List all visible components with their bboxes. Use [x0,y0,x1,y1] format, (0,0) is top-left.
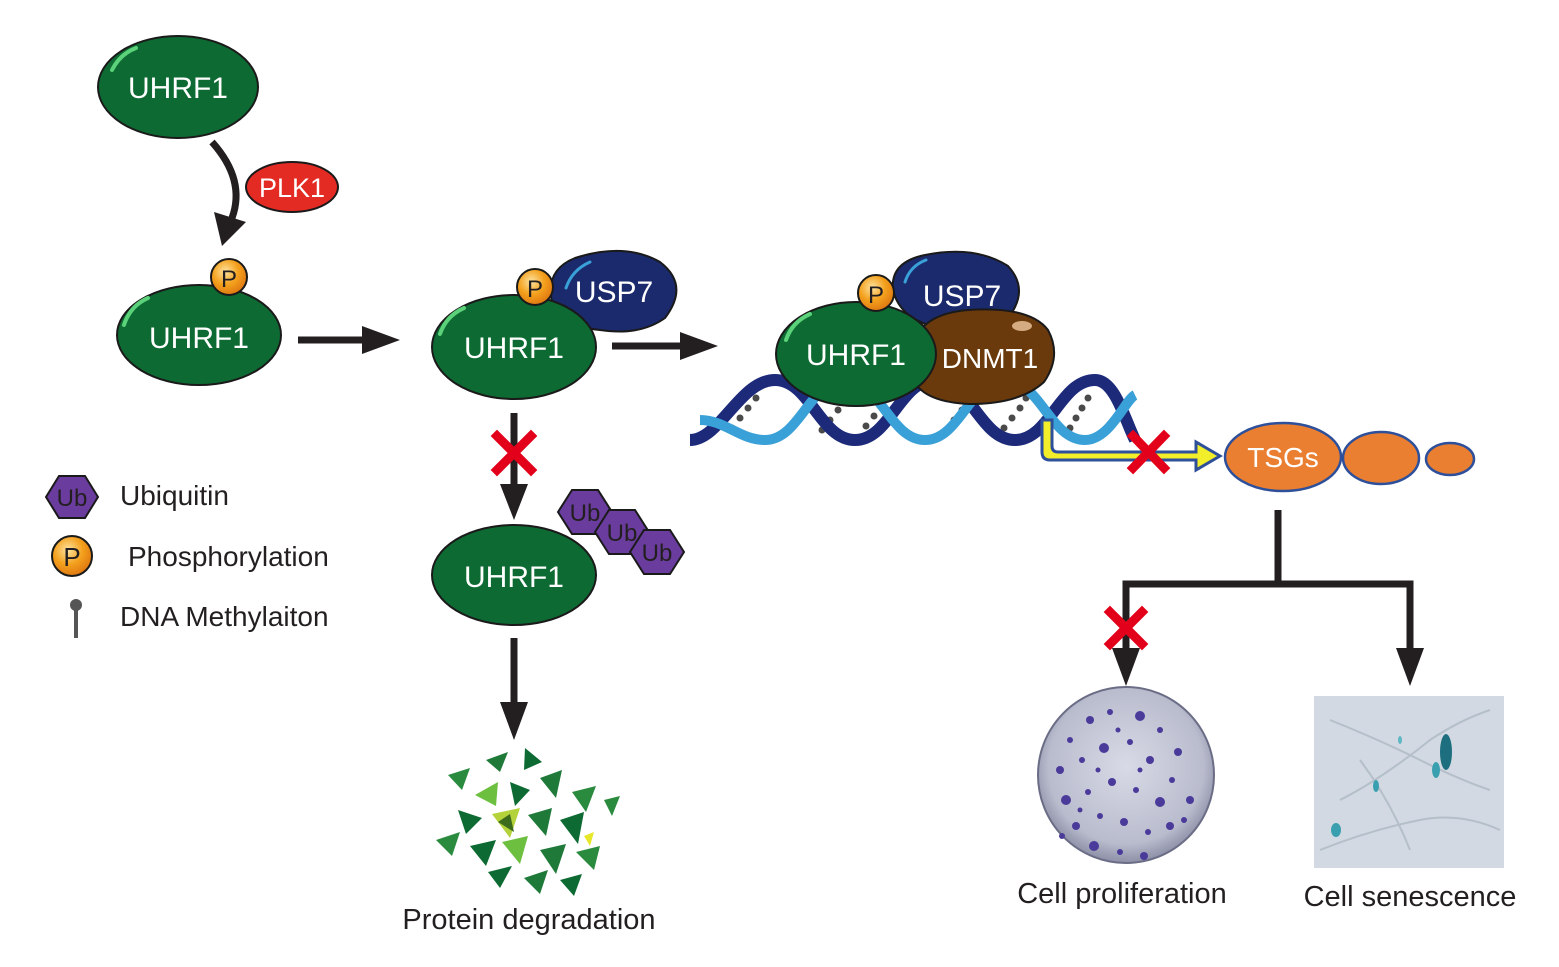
uhrf1-unmodified: UHRF1 [97,35,259,139]
colony-plate-image [1037,686,1215,864]
legend-ubiquitin: Ub Ubiquitin [44,475,229,519]
arrow-to-dnmt1-complex [612,332,718,360]
tsgs: TSGs [1223,421,1476,493]
inhibition-cross-icon [1126,429,1171,475]
inhibition-cross-icon [1103,605,1149,651]
legend-phosphorylation-label: Phosphorylation [128,541,329,572]
legend-ubiquitin-label: Ubiquitin [120,480,229,511]
senescence-label: Cell senescence [1304,881,1517,913]
uhrf1-ubiquitinated: UHRF1 Ub Ub Ub [431,489,686,626]
phospho-icon-label: P [63,542,80,572]
legend: Ub Ubiquitin P Phosphorylation DNA Methy… [44,475,329,638]
usp7-label: USP7 [923,280,1001,313]
uhrf1-usp7-complex: USP7 UHRF1 P [431,249,678,400]
outcome-branch-arrows [1112,510,1424,686]
plk1-enzyme: PLK1 [245,161,339,213]
legend-phosphorylation: P Phosphorylation [51,535,329,577]
uhrf1-label: UHRF1 [464,332,564,365]
phospho-label: P [868,282,884,309]
senescence-micrograph-image [1314,696,1504,868]
inhibition-cross-icon [490,429,538,477]
ubiquitin-label: Ub [570,500,601,527]
proliferation-label: Cell proliferation [1017,878,1227,910]
legend-methylation-label: DNA Methylaiton [120,601,329,632]
ubiquitin-icon-label: Ub [57,485,88,512]
degradation-label: Protein degradation [402,904,655,936]
plk1-label: PLK1 [259,173,325,203]
phospho-label: P [527,276,543,303]
ubiquitin-label: Ub [642,540,673,567]
plk1-curved-arrow [209,139,246,246]
uhrf1-label: UHRF1 [149,322,249,355]
transcription-arrow [1040,418,1223,473]
phospho-label: P [221,266,237,293]
uhrf1-label: UHRF1 [806,339,906,372]
uhrf1-label: UHRF1 [128,72,228,105]
ubiquitin-label: Ub [607,520,638,547]
uhrf1-label: UHRF1 [464,561,564,594]
uhrf1-phosphorylated: UHRF1 P [116,258,282,386]
arrow-to-degradation [500,638,528,740]
arrow-to-usp7-complex [298,326,400,354]
usp7-label: USP7 [575,276,653,309]
legend-methylation: DNA Methylaiton [70,599,329,638]
uhrf1-usp7-dnmt1-complex: USP7 DNMT1 UHRF1 P [775,250,1055,407]
tsgs-label: TSGs [1247,442,1319,473]
protein-fragments [436,748,620,896]
dnmt1-label: DNMT1 [942,343,1038,374]
